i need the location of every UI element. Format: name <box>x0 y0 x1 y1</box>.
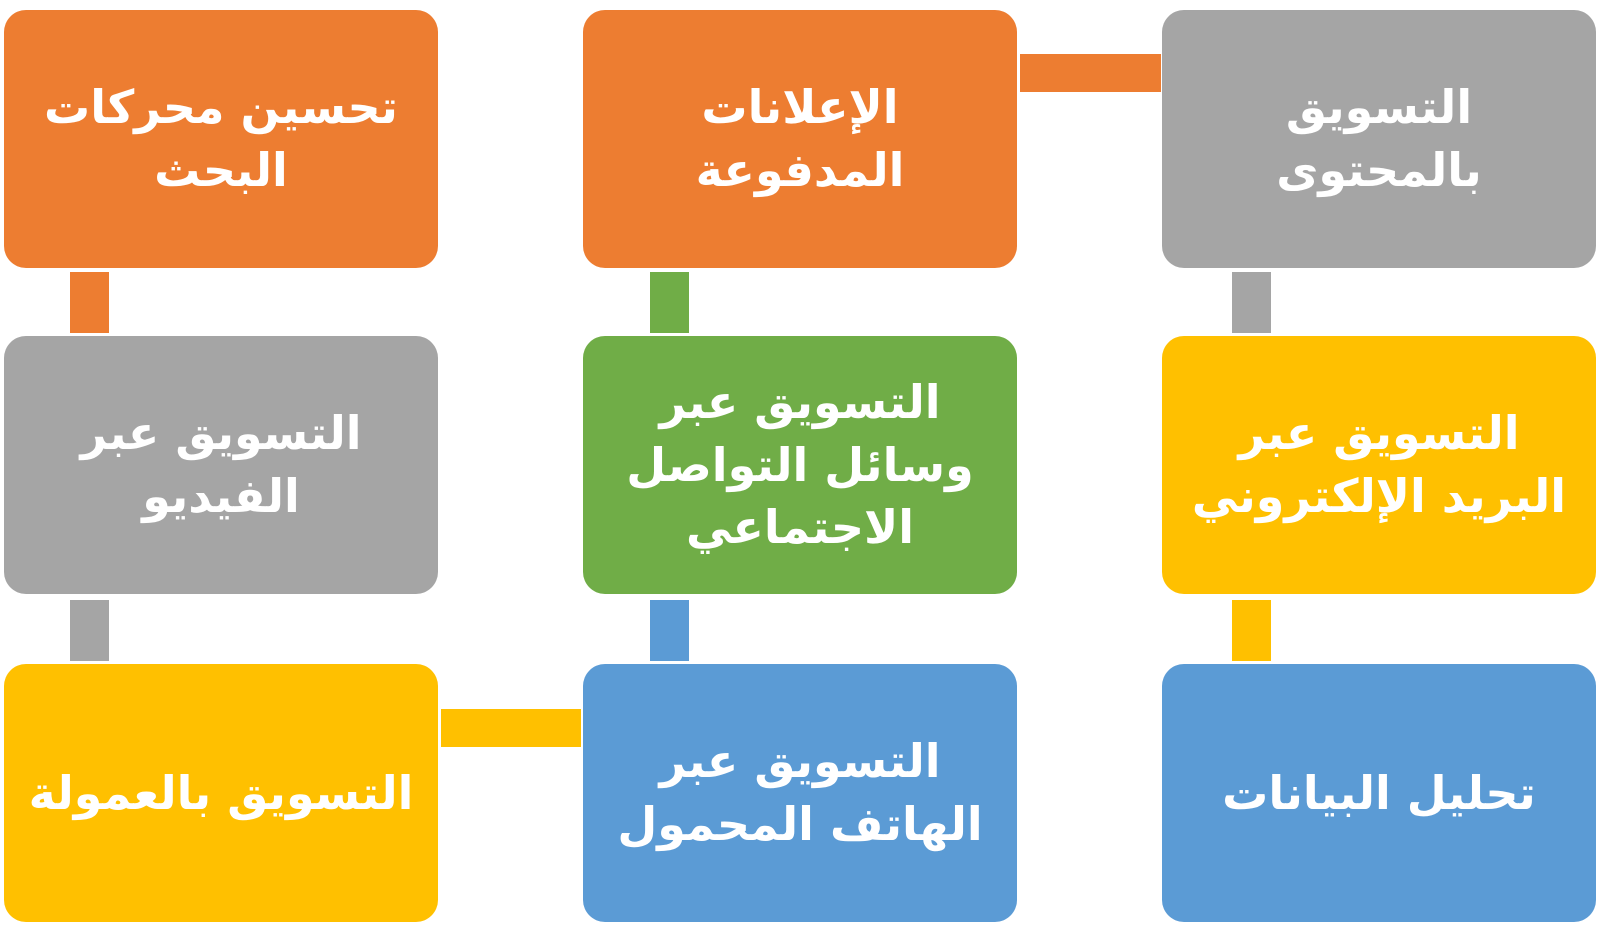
box-video-marketing-label: التسويق عبر الفيديو <box>80 406 362 523</box>
box-affiliate-marketing: التسويق بالعمولة <box>4 664 438 922</box>
box-paid-ads-label: الإعلانات المدفوعة <box>695 80 905 197</box>
box-social-media: التسويق عبر وسائل التواصل الاجتماعي <box>583 336 1017 594</box>
box-mobile-marketing-label: التسويق عبر الهاتف المحمول <box>617 734 983 851</box>
box-email-marketing: التسويق عبر البريد الإلكتروني <box>1162 336 1596 594</box>
connector-video-to-affiliate <box>70 600 109 661</box>
box-paid-ads: الإعلانات المدفوعة <box>583 10 1017 268</box>
connector-social-to-mobile <box>650 600 689 661</box>
box-mobile-marketing: التسويق عبر الهاتف المحمول <box>583 664 1017 922</box>
connector-mobile-to-affiliate <box>441 709 581 747</box>
connector-paid-ads-to-social <box>650 272 689 333</box>
box-data-analysis: تحليل البيانات <box>1162 664 1596 922</box>
connector-seo-to-video <box>70 272 109 333</box>
box-content-marketing: التسويق بالمحتوى <box>1162 10 1596 268</box>
connector-content-to-paid-ads <box>1020 54 1161 92</box>
box-video-marketing: التسويق عبر الفيديو <box>4 336 438 594</box>
box-data-analysis-label: تحليل البيانات <box>1222 765 1536 820</box>
box-seo-label: تحسين محركات البحث <box>44 80 398 197</box>
box-seo: تحسين محركات البحث <box>4 10 438 268</box>
box-social-media-label: التسويق عبر وسائل التواصل الاجتماعي <box>626 375 974 555</box>
box-email-marketing-label: التسويق عبر البريد الإلكتروني <box>1191 406 1567 523</box>
connector-content-to-email <box>1232 272 1271 333</box>
box-content-marketing-label: التسويق بالمحتوى <box>1276 80 1482 197</box>
box-affiliate-marketing-label: التسويق بالعمولة <box>28 765 414 820</box>
connector-email-to-data <box>1232 600 1271 661</box>
